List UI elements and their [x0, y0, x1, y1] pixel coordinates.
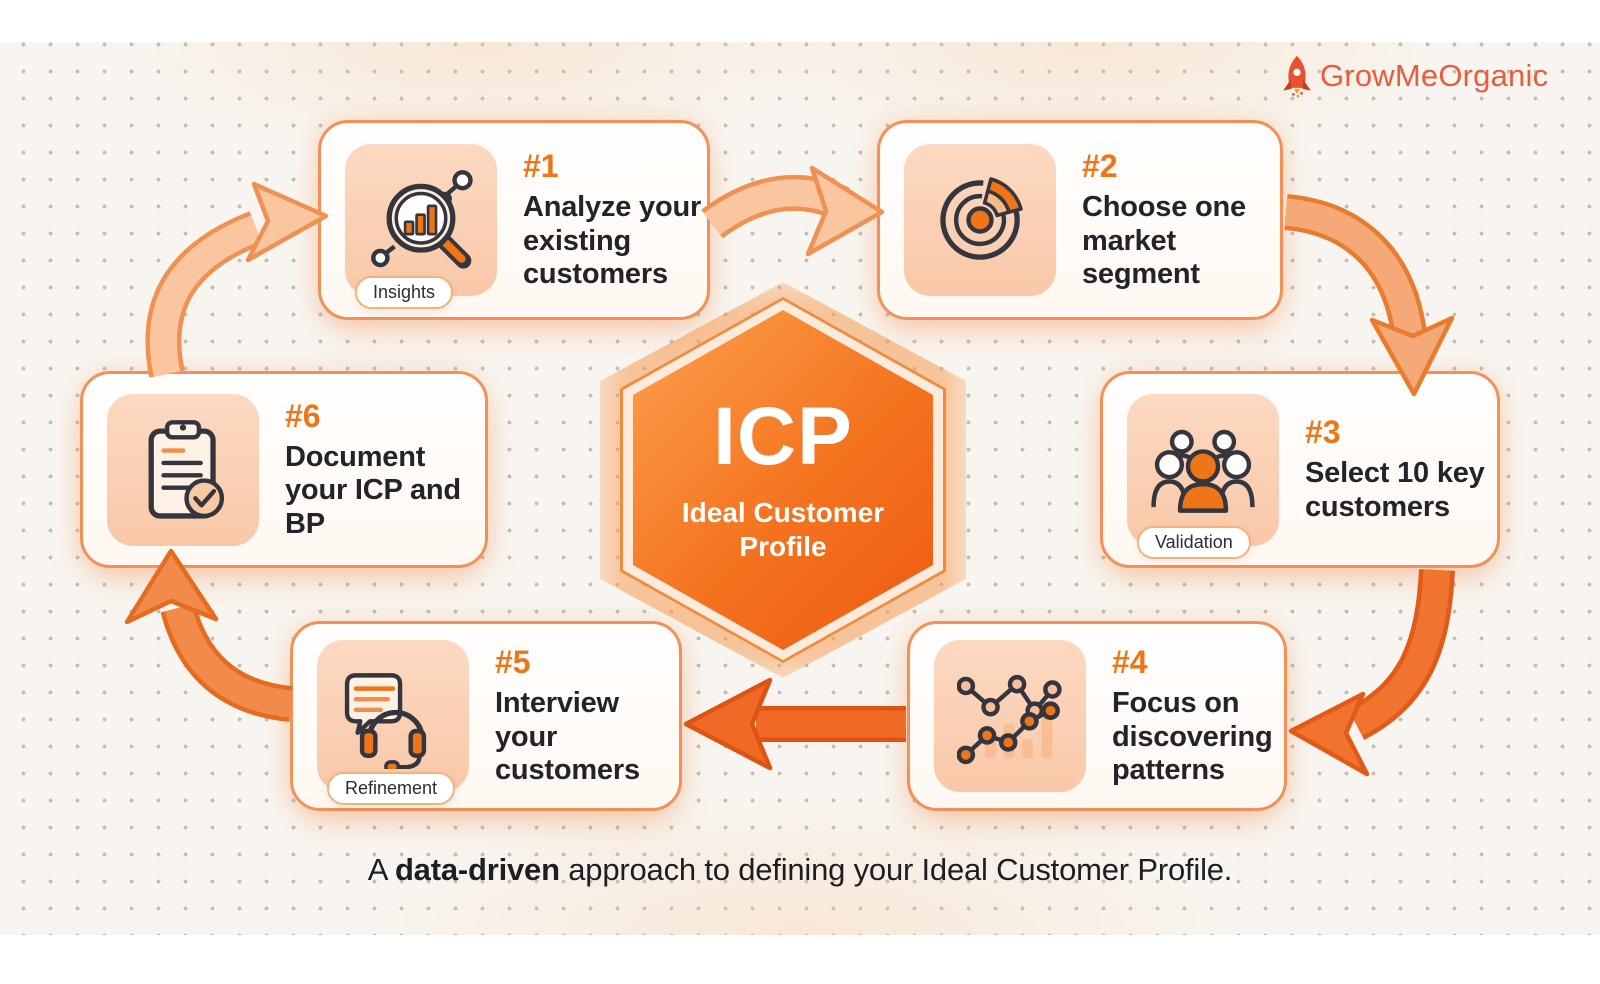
brand-logo: GrowMeOrganic: [1280, 54, 1548, 98]
step2-icon-tile: [904, 144, 1056, 296]
scatter-pattern-icon: [957, 674, 1062, 765]
caption: A data-driven approach to defining your …: [0, 852, 1600, 888]
step4-title: Focus on discovering patterns: [1112, 687, 1273, 787]
people-group-icon: [1151, 429, 1255, 513]
step1-title: Analyze your existing customers: [523, 191, 702, 291]
step1-icon-tile: Insights: [345, 144, 497, 309]
step6-title: Document your ICP and BP: [285, 440, 461, 540]
step6-number: #6: [285, 397, 321, 434]
step5-badge: Refinement: [327, 772, 456, 805]
step-card-1: Insights #1 Analyze your existing custom…: [318, 120, 710, 320]
step-card-4: #4 Focus on discovering patterns: [907, 621, 1287, 811]
step-card-5: Refinement #5 Interview your customers: [290, 621, 682, 811]
step5-title: Interview your customers: [495, 687, 640, 787]
icp-label: Ideal Customer Profile: [681, 497, 885, 562]
step3-badge: Validation: [1137, 525, 1251, 559]
rocket-icon: [1283, 55, 1311, 98]
step-card-2: #2 Choose one market segment: [877, 120, 1283, 320]
step1-number: #1: [523, 148, 559, 185]
step2-number: #2: [1082, 148, 1118, 185]
step2-title: Choose one market segment: [1082, 191, 1246, 291]
caption-suffix: approach to defining your Ideal Customer…: [559, 852, 1233, 887]
step4-icon-tile: [934, 640, 1086, 792]
clipboard-check-icon: [148, 419, 225, 519]
step3-title: Select 10 key customers: [1305, 457, 1485, 523]
step1-badge: Insights: [355, 276, 454, 309]
chat-headset-icon: [344, 673, 427, 769]
icp-acronym: ICP: [713, 391, 853, 483]
step-card-6: #6 Document your ICP and BP: [80, 371, 488, 568]
magnifier-bar-chart-icon: [371, 170, 473, 269]
step6-icon-tile: [107, 393, 259, 546]
radar-pie-segment-icon: [940, 177, 1023, 260]
step3-number: #3: [1305, 414, 1341, 451]
brand-name: GrowMeOrganic: [1320, 58, 1549, 93]
step5-number: #5: [495, 644, 531, 681]
step5-icon-tile: Refinement: [317, 640, 469, 805]
hexagon-text: ICP Ideal Customer Profile: [633, 310, 933, 650]
step3-icon-tile: Validation: [1127, 393, 1279, 559]
caption-bold: data-driven: [394, 852, 560, 887]
caption-prefix: A: [367, 852, 395, 887]
step-card-3: Validation #3 Select 10 key customers: [1100, 371, 1500, 568]
step4-number: #4: [1112, 644, 1148, 681]
